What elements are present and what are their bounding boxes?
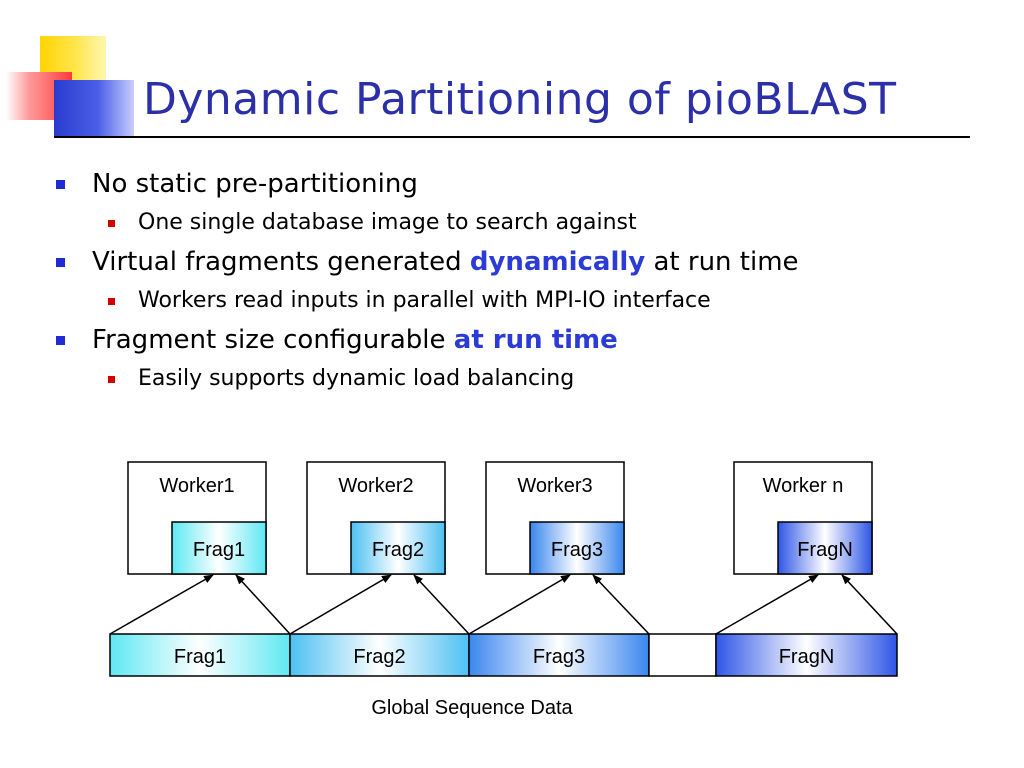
bullet-marker-icon [56,180,65,189]
partition-arrow-8 [841,574,898,635]
bullet-text: Fragment size configurable [92,325,454,355]
global-segment-4 [648,633,717,677]
diagram-caption: Global Sequence Data [371,697,573,719]
bullet-text: One single database image to search agai… [138,210,637,235]
worker-frag-label-3: Frag3 [551,539,603,561]
bullet-item-2: One single database image to search agai… [50,204,990,242]
worker-frag-label-2: Frag2 [372,539,424,561]
partition-arrow-3 [289,574,392,635]
bullet-marker-icon [108,220,115,227]
worker-label-4: Worker n [763,475,844,497]
bullet-item-1: No static pre-partitioning [50,164,990,204]
bullet-item-3: Virtual fragments generated dynamically … [50,242,990,282]
global-segment-label-2: Frag2 [353,646,405,668]
worker-frag-box-2 [350,521,446,575]
bullet-item-5: Fragment size configurable at run time [50,320,990,360]
global-segment-label-5: FragN [779,646,835,668]
partition-arrow-2 [235,574,291,635]
global-segment-1 [109,633,291,677]
partition-arrow-6 [592,574,650,635]
worker-label-2: Worker2 [338,475,413,497]
bullet-text: No static pre-partitioning [92,169,418,199]
global-segment-label-3: Frag3 [533,646,585,668]
bullet-item-4: Workers read inputs in parallel with MPI… [50,282,990,320]
worker-frag-box-4 [777,521,873,575]
global-segment-label-1: Frag1 [174,646,226,668]
bullet-highlight-text: dynamically [469,247,646,277]
partition-arrow-5 [468,574,571,635]
bullet-item-6: Easily supports dynamic load balancing [50,360,990,398]
worker-label-1: Worker1 [159,475,234,497]
global-segment-5 [715,633,898,677]
partition-arrow-1 [109,574,214,635]
title-rule [54,136,970,138]
worker-frag-label-1: Frag1 [193,539,245,561]
global-segment-2 [289,633,470,677]
partition-arrow-7 [715,574,819,635]
bullet-marker-icon [108,376,115,383]
bullet-text: at run time [645,247,799,277]
bullet-text: Easily supports dynamic load balancing [138,366,575,391]
worker-frag-box-3 [529,521,625,575]
bullet-marker-icon [56,336,65,345]
bullet-marker-icon [108,298,115,305]
partition-arrow-4 [413,574,470,635]
worker-label-3: Worker3 [517,475,592,497]
worker-frag-box-1 [171,521,267,575]
bullet-text: Virtual fragments generated [92,247,470,277]
decor-blue-square [54,80,134,136]
bullet-text: Workers read inputs in parallel with MPI… [138,288,711,313]
global-segment-3 [468,633,650,677]
bullet-highlight-text: at run time [453,325,618,355]
slide-title: Dynamic Partitioning of pioBLAST [143,74,897,125]
bullet-marker-icon [56,258,65,267]
worker-frag-label-4: FragN [797,539,853,561]
